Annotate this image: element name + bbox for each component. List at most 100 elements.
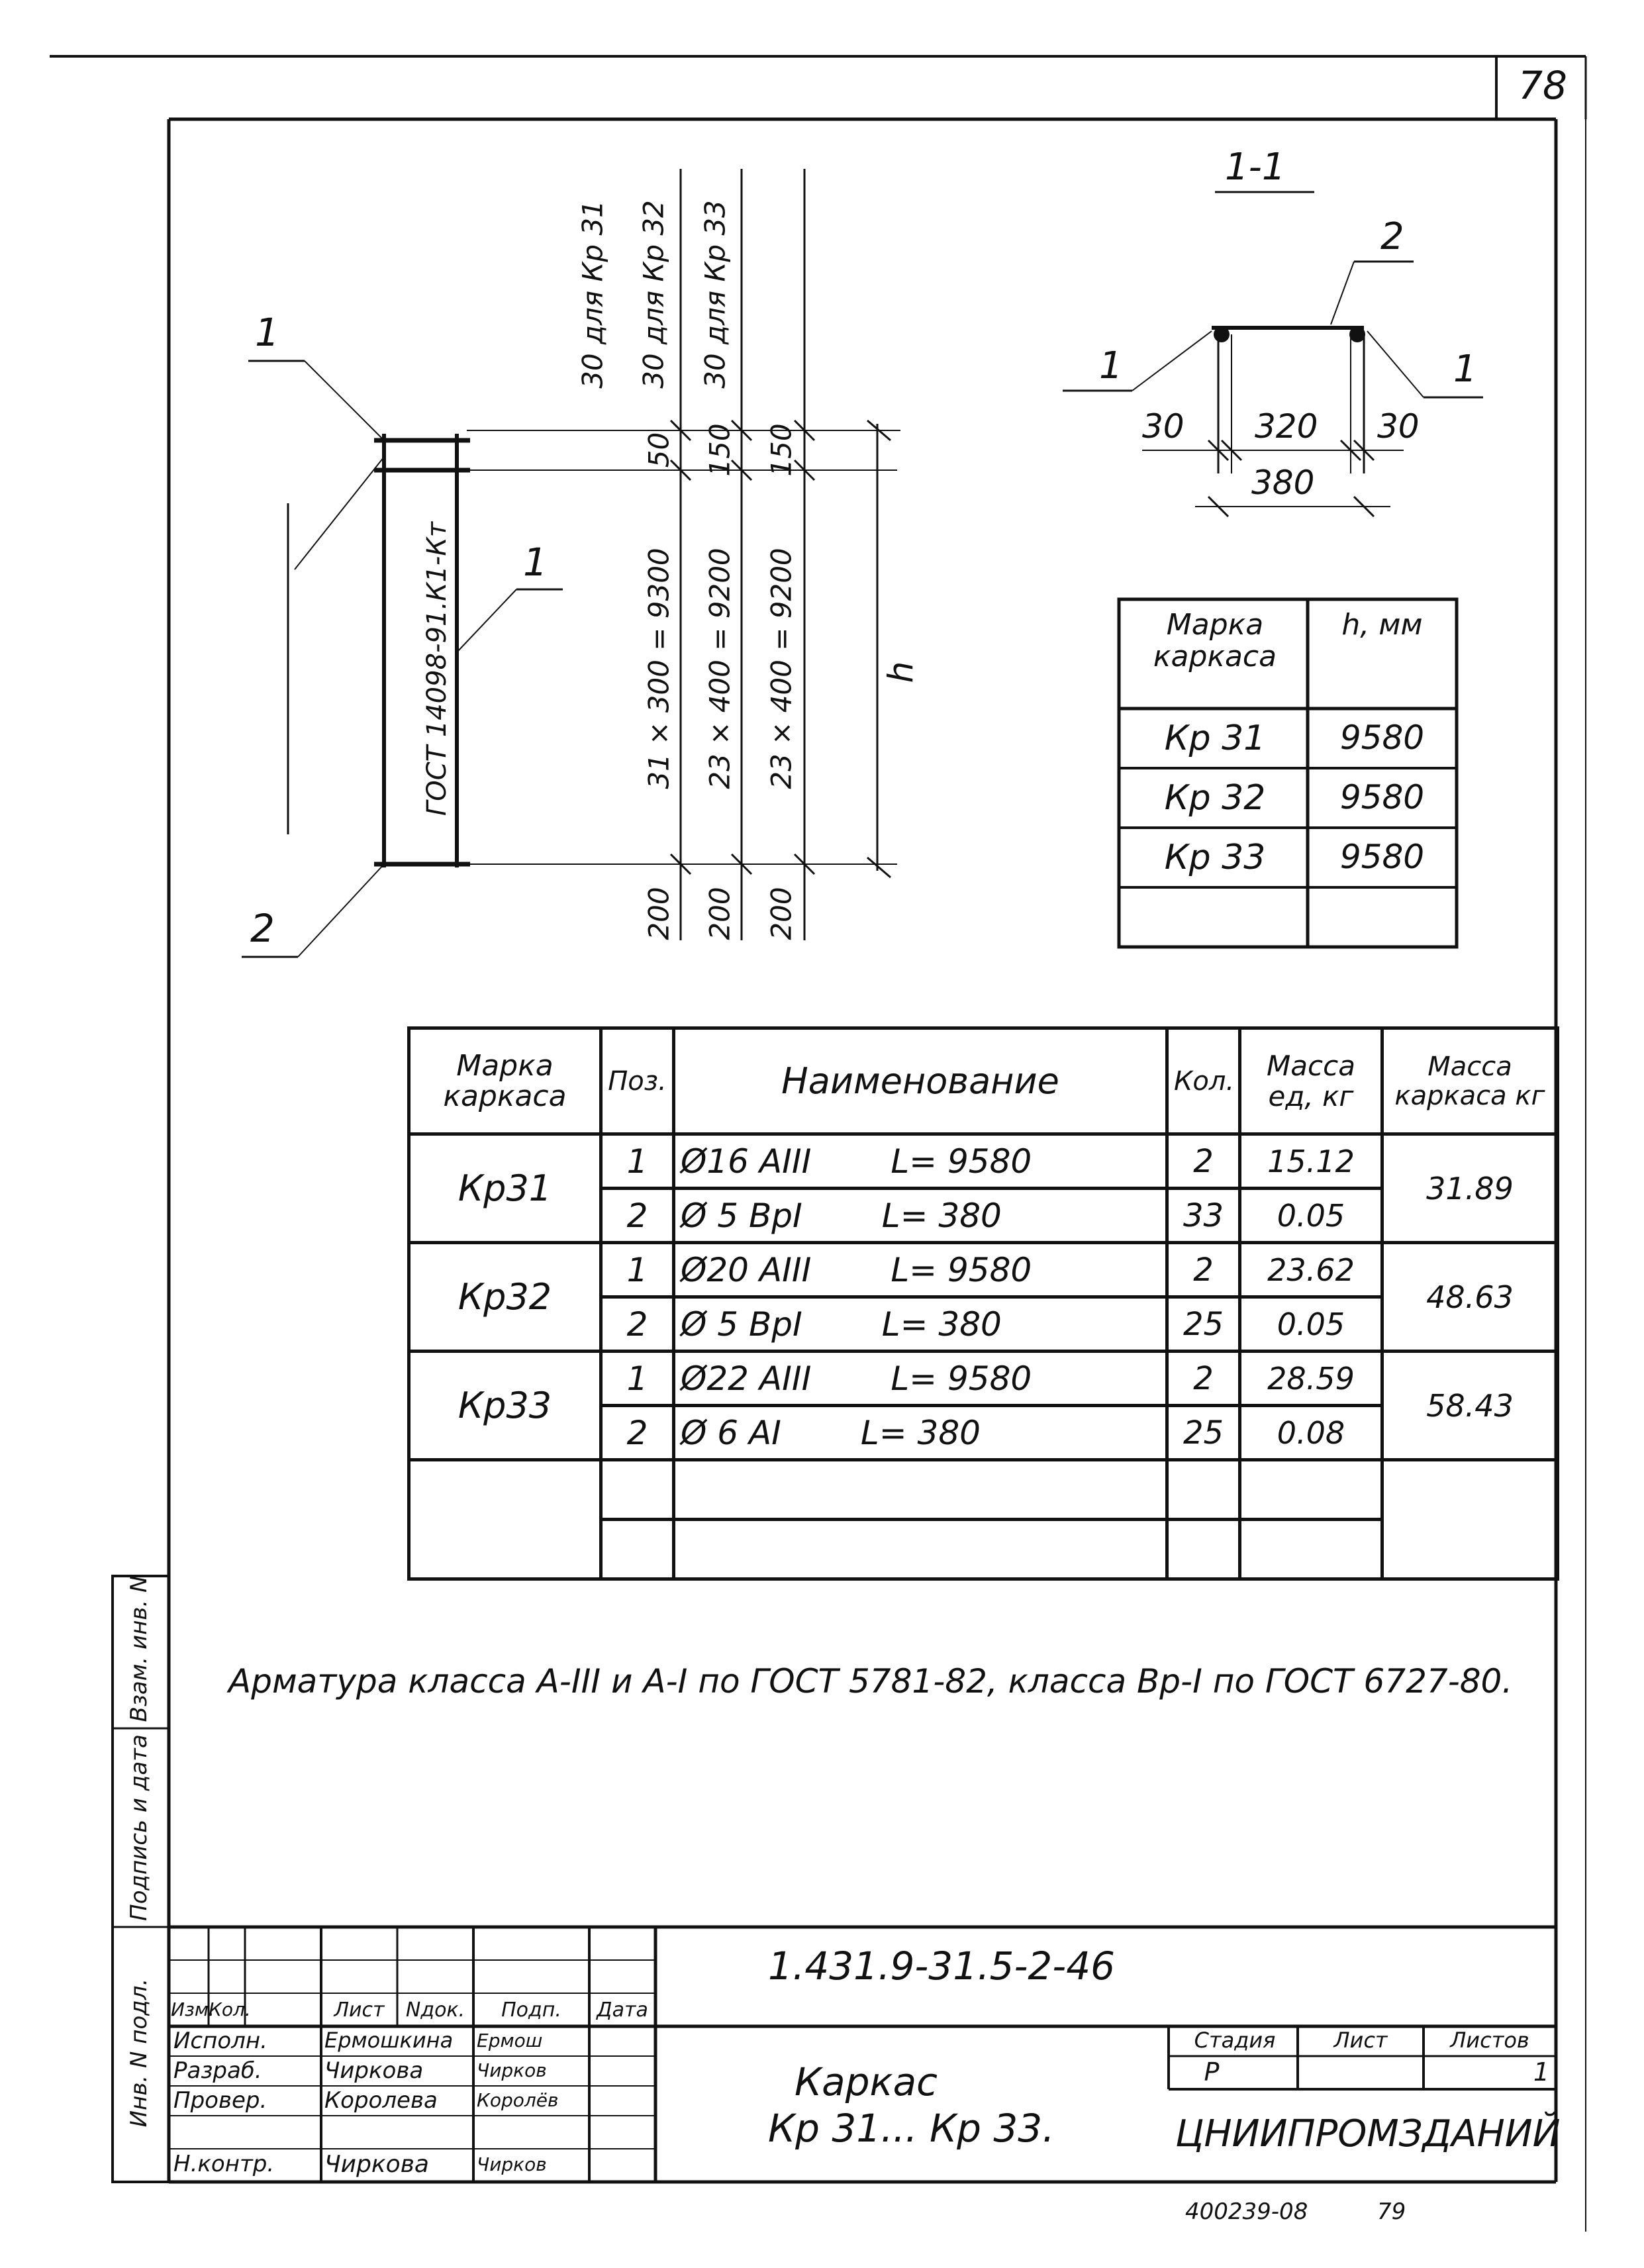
- cell-mass: 0.05: [1238, 1187, 1384, 1244]
- tb-head-data: Дата: [597, 1998, 648, 2022]
- cell-name: Ø22 АIII L= 9580: [672, 1350, 1169, 1407]
- tb-name-2: Чиркова: [324, 2057, 424, 2084]
- bar-length: L= 9580: [891, 1250, 1032, 1289]
- bar-name: Ø 5 ВрI: [681, 1305, 802, 1344]
- tb-head-kol: Кол.: [209, 1998, 251, 2020]
- cell-pos: 1: [599, 1241, 675, 1299]
- side-stamp-replace: Взам. инв. N: [126, 1575, 152, 1722]
- group-total: 31.89: [1380, 1132, 1559, 1244]
- tb-sign-2: Чирков: [477, 2059, 547, 2081]
- section-dim-left: 30: [1142, 407, 1185, 446]
- bar-length: L= 9580: [891, 1142, 1032, 1181]
- group-mark: Кр31: [407, 1132, 603, 1244]
- tb-sheets-val: 1: [1533, 2057, 1549, 2087]
- cell-pos: 2: [599, 1404, 675, 1461]
- h-label: h: [881, 661, 922, 683]
- organization-name: ЦНИИПРОМЗДАНИЙ: [1175, 2112, 1561, 2155]
- dim-col1-spacing: 50: [642, 432, 675, 468]
- cell-mass: 15.12: [1238, 1132, 1384, 1190]
- section-title: 1-1: [1225, 146, 1286, 189]
- table-row-empty: [407, 1458, 1559, 1581]
- cell-name: Ø16 АIII L= 9580: [672, 1132, 1169, 1190]
- section-dim-middle: 320: [1255, 407, 1318, 446]
- header-unit-mass: Масса ед, кг: [1238, 1026, 1384, 1136]
- cell-name: Ø20 АIII L= 9580: [672, 1241, 1169, 1299]
- tb-role-1: Исполн.: [173, 2028, 267, 2054]
- bar-length: L= 380: [881, 1196, 1002, 1235]
- dim-col2-spacing: 150: [703, 423, 736, 477]
- table-row-empty: [409, 1518, 1558, 1581]
- tb-role-3: Провер.: [173, 2087, 267, 2114]
- dim-col1-top: 30 для Кр 31: [576, 200, 609, 389]
- small-table-h-1: 9580: [1339, 718, 1425, 757]
- tb-sheets-head: Листов: [1450, 2028, 1529, 2053]
- dim-col2-main: 23 × 400 = 9200: [703, 548, 736, 789]
- bar-name: Ø16 АIII: [681, 1142, 812, 1181]
- tb-sign-3: Королёв: [477, 2089, 559, 2111]
- section-callout-1-right: 1: [1453, 348, 1477, 391]
- small-table-h-3: 9580: [1339, 838, 1425, 876]
- bar-length: L= 380: [860, 1413, 981, 1452]
- bar-name: Ø 6 АI: [681, 1413, 781, 1452]
- cell-qty: 2: [1165, 1350, 1241, 1407]
- tb-sheet-head: Лист: [1333, 2028, 1388, 2053]
- callout-pos-2-bottom: 2: [250, 906, 275, 951]
- group-total: 58.43: [1380, 1350, 1559, 1461]
- gost-label: ГОСТ 14098-91.К1-Кт: [422, 521, 452, 816]
- cell-mass: 28.59: [1238, 1350, 1384, 1407]
- dim-col2-top: 30 для Кр 32: [637, 200, 670, 389]
- tb-role-2: Разраб.: [173, 2057, 262, 2084]
- cell-mass: 0.08: [1238, 1404, 1384, 1461]
- tb-head-izm: Изм.: [171, 1998, 215, 2020]
- cell-pos: 2: [599, 1187, 675, 1244]
- page-number: 78: [1518, 63, 1567, 108]
- cell-name: Ø 6 АI L= 380: [672, 1404, 1169, 1461]
- drawing-title-1: Каркас: [795, 2059, 938, 2104]
- section-dim-total: 380: [1251, 464, 1315, 502]
- header-name: Наименование: [672, 1026, 1169, 1136]
- tb-head-podp: Подп.: [501, 1998, 561, 2022]
- tb-stage-head: Стадия: [1194, 2028, 1276, 2053]
- group-mark: Кр33: [407, 1350, 603, 1461]
- bar-name: Ø20 АIII: [681, 1250, 812, 1289]
- tb-head-ndok: Nдок.: [405, 1998, 465, 2022]
- section-dim-right: 30: [1377, 407, 1420, 446]
- small-table-mark-2: Кр 32: [1164, 778, 1266, 818]
- group-mark: Кр32: [407, 1241, 603, 1353]
- dim-col2-bottom: 200: [703, 887, 736, 940]
- tb-role-5: Н.контр.: [173, 2151, 275, 2177]
- cell-name: Ø 5 ВрI L= 380: [672, 1295, 1169, 1353]
- tb-stage-val: Р: [1204, 2057, 1220, 2087]
- tb-name-1: Ермошкина: [324, 2028, 454, 2053]
- specification-table: Марка каркаса Поз. Наименование Кол. Мас…: [407, 1026, 1559, 1581]
- section-callout-2: 2: [1380, 215, 1404, 258]
- dim-col3-bottom: 200: [765, 887, 798, 940]
- bar-name: Ø22 АIII: [681, 1359, 812, 1398]
- bar-length: L= 380: [881, 1305, 1002, 1344]
- bar-name: Ø 5 ВрI: [681, 1196, 802, 1235]
- side-stamp-inv: Инв. N подл.: [126, 1978, 152, 2128]
- section-callout-1-left: 1: [1099, 344, 1123, 387]
- tb-head-list: Лист: [334, 1998, 385, 2022]
- cell-name: Ø 5 ВрI L= 380: [672, 1187, 1169, 1244]
- dim-col1-bottom: 200: [642, 887, 675, 940]
- small-table-mark-1: Кр 31: [1164, 718, 1266, 758]
- cell-qty: 33: [1165, 1187, 1241, 1244]
- document-code: 1.431.9-31.5-2-46: [768, 1944, 1116, 1989]
- tb-sign-5: Чирков: [477, 2153, 547, 2175]
- callout-pos-1-top: 1: [255, 310, 279, 355]
- cell-mass: 0.05: [1238, 1295, 1384, 1353]
- dim-col3-top: 30 для Кр 33: [699, 200, 732, 389]
- bottom-page: 79: [1377, 2198, 1406, 2225]
- side-stamp-sign: Подпись и дата: [126, 1734, 152, 1921]
- dim-col1-main: 31 × 300 = 9300: [642, 548, 675, 789]
- cell-qty: 2: [1165, 1132, 1241, 1190]
- bar-length: L= 9580: [891, 1359, 1032, 1398]
- cell-pos: 2: [599, 1295, 675, 1353]
- header-mark: Марка каркаса: [407, 1026, 603, 1136]
